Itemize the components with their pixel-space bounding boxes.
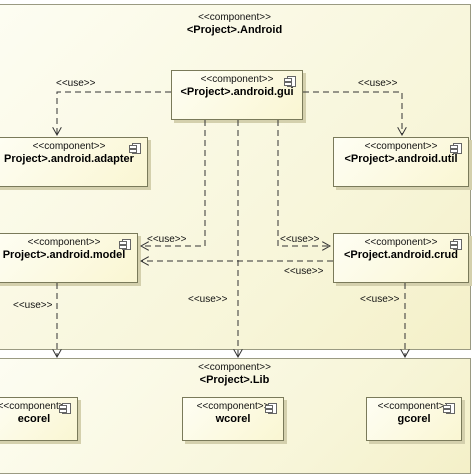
component-wcorel[interactable]: <<component>> wcorel: [182, 397, 284, 441]
adapter-stereotype: <<component>>: [32, 141, 106, 152]
adapter-name: Project>.android.adapter: [4, 153, 134, 165]
model-name: Project>.android.model: [2, 249, 126, 261]
component-icon: [129, 143, 141, 154]
component-ecorel[interactable]: <<component>> ecorel: [0, 397, 78, 441]
component-icon: [59, 403, 71, 414]
component-icon: [265, 403, 277, 414]
use-label: <<use>>: [358, 78, 398, 89]
component-model[interactable]: <<component>> Project>.android.model: [0, 233, 138, 283]
use-label: <<use>>: [13, 300, 53, 311]
crud-stereotype: <<component>>: [364, 237, 438, 248]
component-icon: [443, 403, 455, 414]
gui-name: <Project>.android.gui: [180, 86, 294, 98]
component-gui[interactable]: <<component>> <Project>.android.gui: [171, 70, 303, 120]
android-name: <Project>.Android: [186, 24, 283, 36]
lib-name: <Project>.Lib: [199, 374, 270, 386]
component-icon: [284, 76, 296, 87]
lib-package-title: <<component>> <Project>.Lib: [0, 362, 470, 387]
gcorel-name: gcorel: [397, 413, 431, 425]
component-util[interactable]: <<component>> <Project>.android.util: [333, 137, 469, 187]
dep-gui-util: [303, 91, 402, 135]
dep-gui-adapter: [57, 91, 171, 135]
android-package-title: <<component>> <Project>.Android: [0, 12, 470, 37]
util-stereotype: <<component>>: [364, 141, 438, 152]
use-label: <<use>>: [280, 234, 320, 245]
use-label: <<use>>: [147, 234, 187, 245]
android-stereotype: <<component>>: [198, 12, 271, 23]
util-name: <Project>.android.util: [344, 153, 458, 165]
gcorel-stereotype: <<component>>: [377, 401, 451, 412]
wcorel-stereotype: <<component>>: [196, 401, 270, 412]
dep-gui-crud: [277, 120, 330, 246]
ecorel-name: ecorel: [17, 413, 51, 425]
component-gcorel[interactable]: <<component>> gcorel: [366, 397, 462, 441]
component-adapter[interactable]: <<component>> Project>.android.adapter: [0, 137, 148, 187]
lib-stereotype: <<component>>: [198, 362, 271, 373]
component-icon: [119, 239, 131, 250]
component-crud[interactable]: <<component>> <Project.android.crud: [333, 233, 469, 283]
model-stereotype: <<component>>: [27, 237, 101, 248]
ecorel-stereotype: <<component>>: [0, 401, 71, 412]
wcorel-name: wcorel: [215, 413, 251, 425]
component-icon: [450, 143, 462, 154]
use-label: <<use>>: [188, 294, 228, 305]
dep-gui-model: [141, 120, 206, 246]
use-label: <<use>>: [360, 294, 400, 305]
use-label: <<use>>: [284, 266, 324, 277]
crud-name: <Project.android.crud: [344, 249, 458, 261]
gui-stereotype: <<component>>: [200, 74, 274, 85]
component-icon: [450, 239, 462, 250]
use-label: <<use>>: [56, 78, 96, 89]
